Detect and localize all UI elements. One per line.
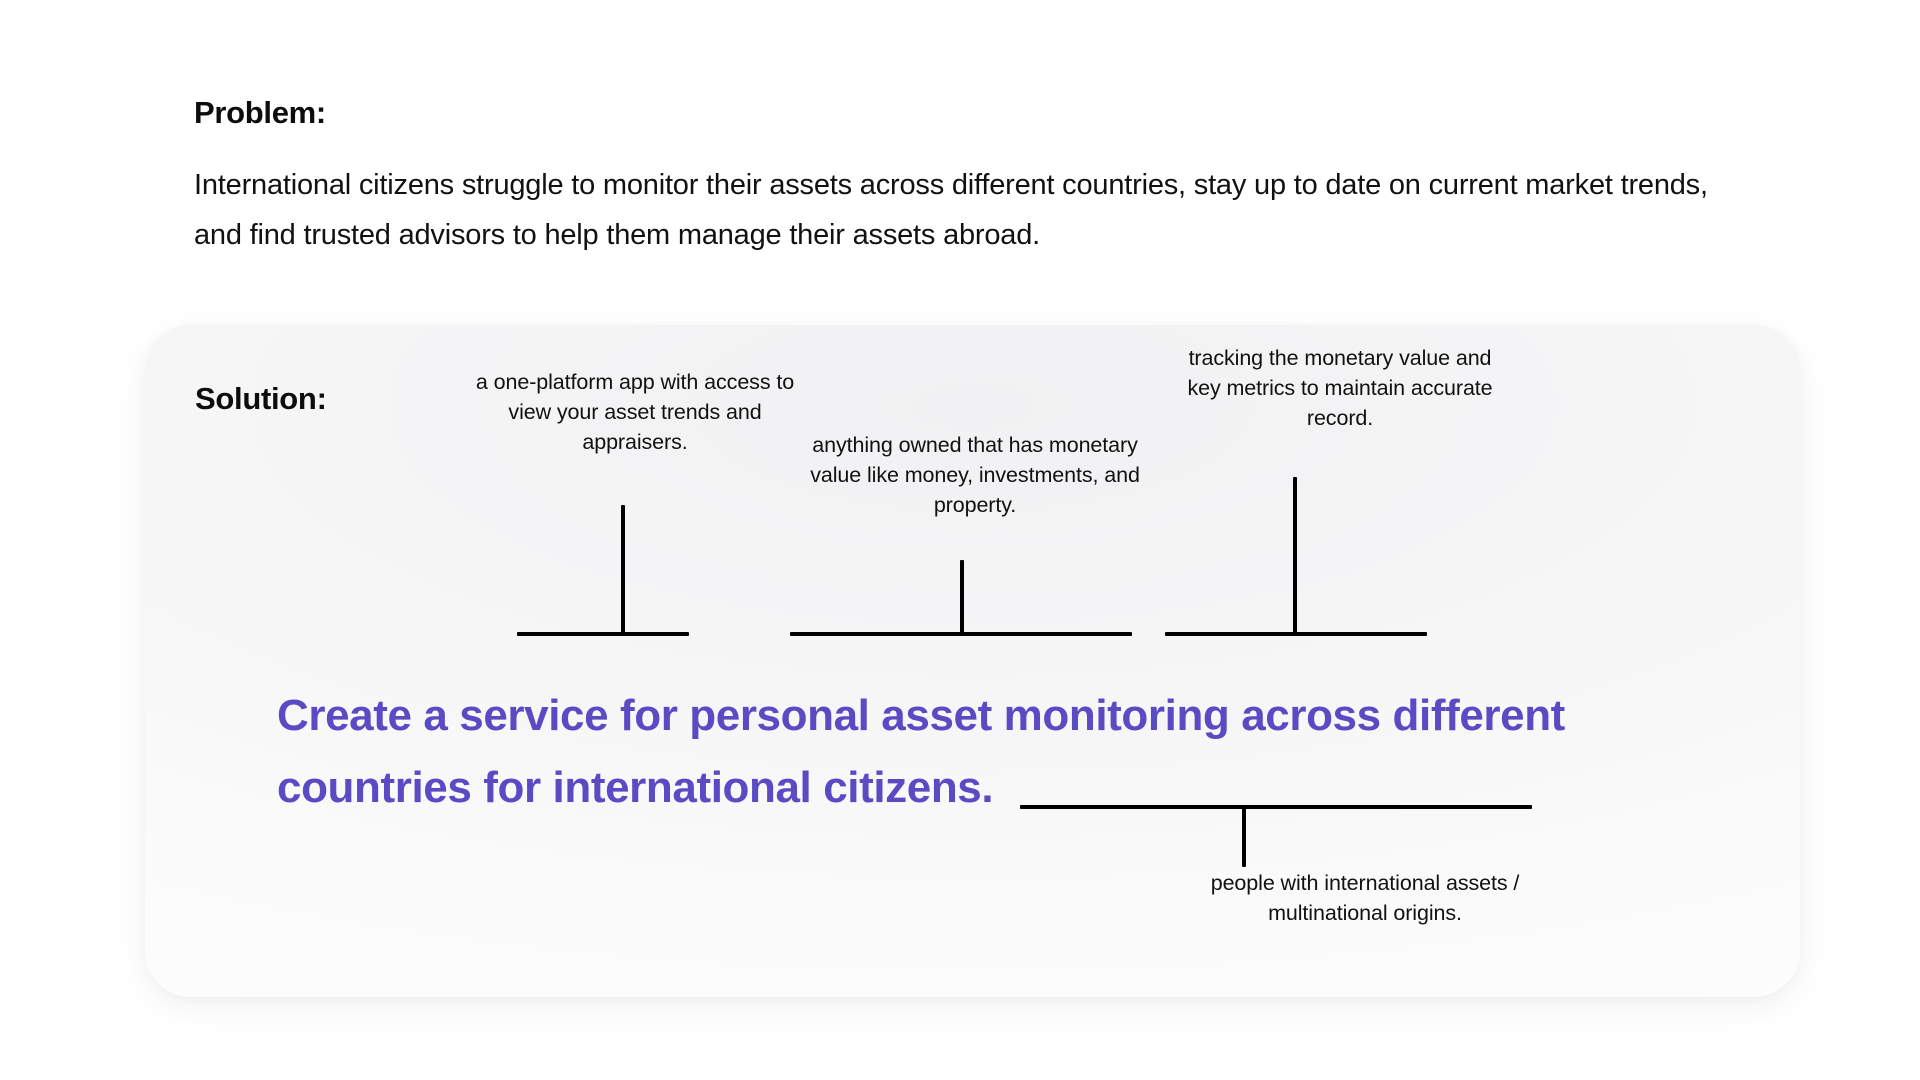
bracket-stem-asset-definition: [960, 560, 964, 635]
annotation-international-citizens-definition: people with international assets / multi…: [1210, 871, 1520, 925]
bracket-line-international-citizens: [1020, 805, 1532, 809]
annotation-asset-definition: anything owned that has monetary value l…: [810, 433, 1140, 517]
problem-heading: Problem:: [194, 95, 326, 130]
annotation-monitoring-definition: tracking the monetary value and key metr…: [1187, 346, 1493, 430]
bracket-stem-international-citizens: [1242, 807, 1246, 867]
bracket-line-one-platform-app: [517, 632, 689, 636]
bracket-stem-monitoring-definition: [1293, 477, 1297, 635]
solution-statement: Create a service for personal asset moni…: [277, 691, 1565, 812]
annotation-one-platform-app: a one-platform app with access to view y…: [475, 370, 795, 454]
bracket-stem-one-platform-app: [621, 505, 625, 635]
problem-body-text: International citizens struggle to monit…: [194, 169, 1708, 251]
solution-heading: Solution:: [195, 381, 327, 416]
solution-card: Solution: a one-platform app with access…: [145, 325, 1800, 997]
